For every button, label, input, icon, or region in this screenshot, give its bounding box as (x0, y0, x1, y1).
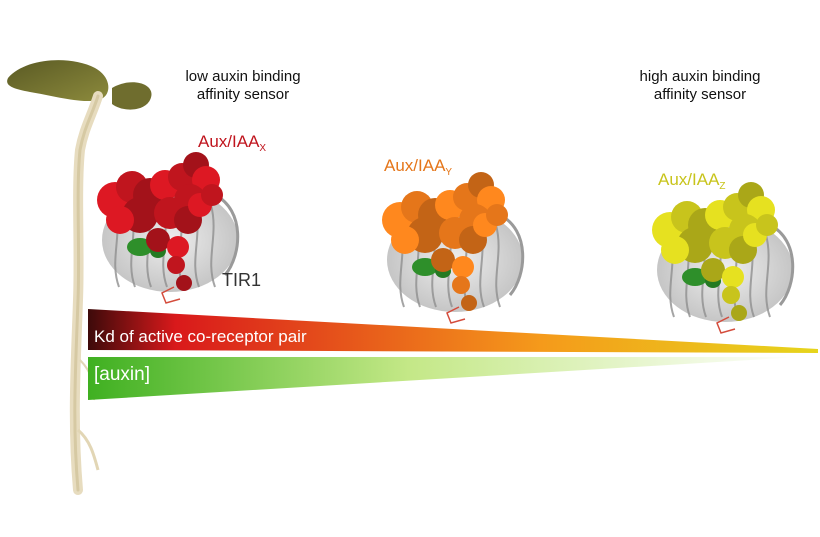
auxiaa-surface-z-15 (722, 266, 744, 288)
lateral-root (76, 428, 100, 471)
protein-x-name: Aux/IAA (198, 132, 260, 151)
seedling-illustration (7, 60, 152, 495)
tir1-helix-y (499, 213, 525, 296)
high-caption-line2: affinity sensor (653, 86, 747, 103)
auxiaa-surface-z-9 (661, 236, 689, 264)
auxin-bar-label: [auxin] (94, 364, 150, 385)
protein-label-x: Aux/IAAX (198, 132, 266, 155)
root-core (73, 94, 100, 492)
cotyledon-left (7, 60, 109, 102)
auxiaa-surface-x-15 (167, 236, 189, 258)
auxiaa-surface-x-16 (167, 256, 185, 274)
auxiaa-surface-x-9 (106, 206, 134, 234)
tir1-label: TIR1 (222, 270, 262, 290)
tir1-helix-x (214, 193, 240, 276)
ip6-ligand-x (161, 286, 181, 304)
tir1-auxin-complex-x (97, 152, 240, 304)
tir1-strand-z-6 (765, 234, 771, 318)
auxiaa-surface-x-17 (176, 275, 192, 291)
auxiaa-surface-z-17 (731, 305, 747, 321)
auxiaa-surface-x-14 (146, 228, 170, 252)
auxiaa-surface-y-17 (461, 295, 477, 311)
tir1-auxin-complex-z (652, 182, 795, 334)
auxiaa-surface-z-16 (722, 286, 740, 304)
auxiaa-surface-y-16 (452, 276, 470, 294)
protein-x-sub: X (259, 143, 267, 154)
auxiaa-surface-z-13 (756, 214, 778, 236)
auxiaa-surface-y-13 (486, 204, 508, 226)
tir1-strand-x-6 (210, 204, 216, 288)
cotyledon-right (112, 82, 152, 110)
protein-y-sub: Y (445, 167, 453, 178)
tir1-helix-z (769, 223, 795, 306)
tir1-auxin-complex-y (382, 172, 525, 324)
ip6-ligand-y (446, 306, 466, 324)
auxiaa-surface-z-14 (701, 258, 725, 282)
protein-z-sub: Z (719, 181, 726, 192)
kd-bar-label: Kd of active co-receptor pair (94, 327, 307, 346)
low-caption-line1: low auxin binding (185, 68, 301, 85)
low-affinity-caption: low auxin binding affinity sensor (168, 68, 318, 104)
auxin-gradient-wedge (88, 357, 800, 400)
protein-z-name: Aux/IAA (658, 170, 720, 189)
ip6-ligand-z (716, 316, 736, 334)
low-caption-line2: affinity sensor (196, 86, 290, 103)
tir1-strand-y-6 (495, 224, 501, 308)
protein-label-z: Aux/IAAZ (658, 170, 726, 193)
auxiaa-surface-y-14 (431, 248, 455, 272)
auxiaa-surface-x-13 (201, 184, 223, 206)
auxiaa-surface-y-15 (452, 256, 474, 278)
auxiaa-surface-y-9 (391, 226, 419, 254)
protein-y-name: Aux/IAA (384, 156, 446, 175)
high-caption-line1: high auxin binding (639, 68, 761, 85)
high-affinity-caption: high auxin binding affinity sensor (620, 68, 780, 104)
kd-gradient-wedge (88, 309, 818, 353)
protein-label-y: Aux/IAAY (384, 156, 452, 179)
